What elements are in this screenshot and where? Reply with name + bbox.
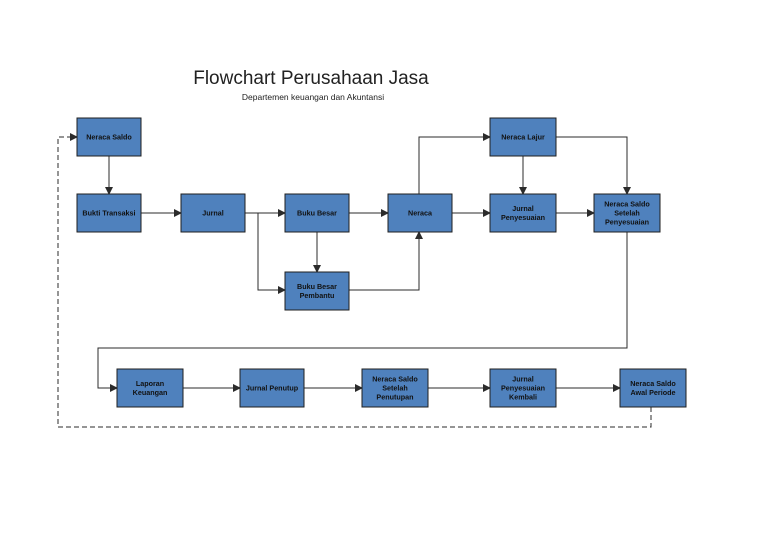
node-box-jurnal-penutup (239, 368, 305, 408)
node-box-neraca (387, 193, 453, 233)
node-jurnal: Jurnal (180, 193, 246, 233)
node-label-jurnal-penutup-line-0: Jurnal Penutup (246, 384, 299, 393)
edges-layer (57, 133, 652, 428)
node-box-jurnal-penyesuaian (489, 193, 557, 233)
node-box-buku-besar-pembantu (284, 271, 350, 311)
node-box-laporan-keuangan (116, 368, 184, 408)
node-label-neraca-saldo-setelah-penutupan-line-2: Penutupan (376, 393, 413, 402)
node-box-jurnal (180, 193, 246, 233)
node-box-neraca-lajur (489, 117, 557, 157)
node-box-jurnal-penyesuaian-kembali (489, 368, 557, 408)
node-label-jurnal-penyesuaian-kembali-line-1: Penyesuaian (501, 384, 545, 393)
node-box-neraca-saldo-setelah-penyesuaian (593, 193, 661, 233)
node-label-neraca-saldo-line-0: Neraca Saldo (86, 133, 132, 142)
node-label-neraca-saldo-awal-periode-line-1: Awal Periode (630, 388, 675, 397)
node-label-buku-besar-pembantu-line-1: Pembantu (300, 291, 335, 300)
diagram-subtitle: Departemen keuangan dan Akuntansi (242, 92, 384, 102)
arrow-neraca-to-neraca-lajur (418, 133, 491, 194)
node-bukti-transaksi: Bukti Transaksi (76, 193, 142, 233)
node-box-buku-besar (284, 193, 350, 233)
arrow-neraca-lajur-to-neraca-saldo-setelah-penyesuaian (556, 136, 631, 195)
node-label-laporan-keuangan-line-0: Laporan (136, 379, 164, 388)
node-label-neraca-lajur-line-0: Neraca Lajur (501, 133, 545, 142)
node-box-neraca-saldo-setelah-penutupan (361, 368, 429, 408)
node-jurnal-penutup: Jurnal Penutup (239, 368, 305, 408)
node-label-neraca-saldo-awal-periode-line-0: Neraca Saldo (630, 379, 676, 388)
arrow-neraca-saldo-setelah-penyesuaian-to-laporan-keuangan (97, 232, 628, 392)
node-box-neraca-saldo-awal-periode (619, 368, 687, 408)
node-label-jurnal-penyesuaian-kembali-line-0: Jurnal (512, 375, 534, 384)
node-label-neraca-line-0: Neraca (408, 209, 433, 218)
node-neraca-lajur: Neraca Lajur (489, 117, 557, 157)
node-buku-besar: Buku Besar (284, 193, 350, 233)
arrow-neraca-saldo-awal-periode-to-neraca-saldo (57, 133, 652, 428)
node-label-neraca-saldo-setelah-penyesuaian-line-0: Neraca Saldo (604, 200, 650, 209)
node-neraca-saldo: Neraca Saldo (76, 117, 142, 157)
node-label-laporan-keuangan-line-1: Keuangan (133, 388, 168, 397)
node-label-jurnal-penyesuaian-kembali-line-2: Kembali (509, 393, 537, 402)
node-label-jurnal-line-0: Jurnal (202, 209, 224, 218)
node-label-neraca-saldo-setelah-penutupan-line-0: Neraca Saldo (372, 375, 418, 384)
node-box-bukti-transaksi (76, 193, 142, 233)
node-box-neraca-saldo (76, 117, 142, 157)
node-label-neraca-saldo-setelah-penutupan-line-1: Setelah (382, 384, 408, 393)
node-label-bukti-transaksi-line-0: Bukti Transaksi (82, 209, 135, 218)
node-label-neraca-saldo-setelah-penyesuaian-line-1: Setelah (614, 209, 640, 218)
node-label-jurnal-penyesuaian-line-1: Penyesuaian (501, 213, 545, 222)
arrow-buku-besar-pembantu-to-neraca (349, 231, 423, 291)
arrow-jurnal-to-buku-besar-pembantu (245, 212, 286, 294)
diagram-title: Flowchart Perusahaan Jasa (193, 68, 429, 89)
node-label-jurnal-penyesuaian-line-0: Jurnal (512, 204, 534, 213)
node-label-neraca-saldo-setelah-penyesuaian-line-2: Penyesuaian (605, 218, 649, 227)
node-neraca: Neraca (387, 193, 453, 233)
node-label-buku-besar-line-0: Buku Besar (297, 209, 337, 218)
node-label-buku-besar-pembantu-line-0: Buku Besar (297, 282, 337, 291)
